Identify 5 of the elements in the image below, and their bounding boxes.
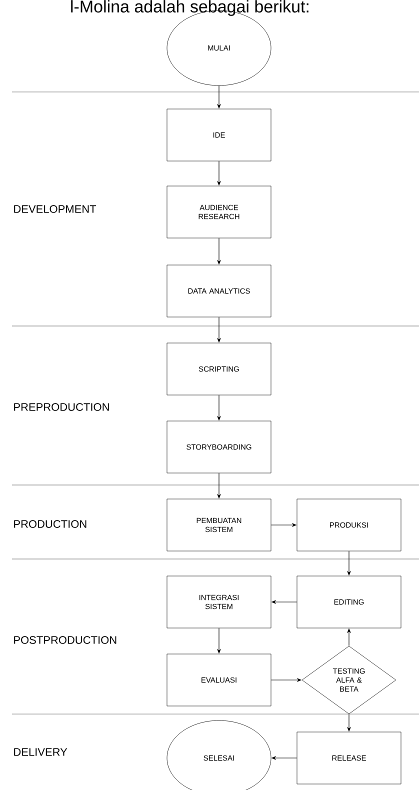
section-label: DEVELOPMENT — [14, 205, 96, 213]
section-label: PREPRODUCTION — [14, 403, 109, 411]
section-label: POSTPRODUCTION — [14, 636, 116, 644]
section-label: DELIVERY — [14, 748, 68, 756]
section-label: PRODUCTION — [14, 520, 86, 528]
